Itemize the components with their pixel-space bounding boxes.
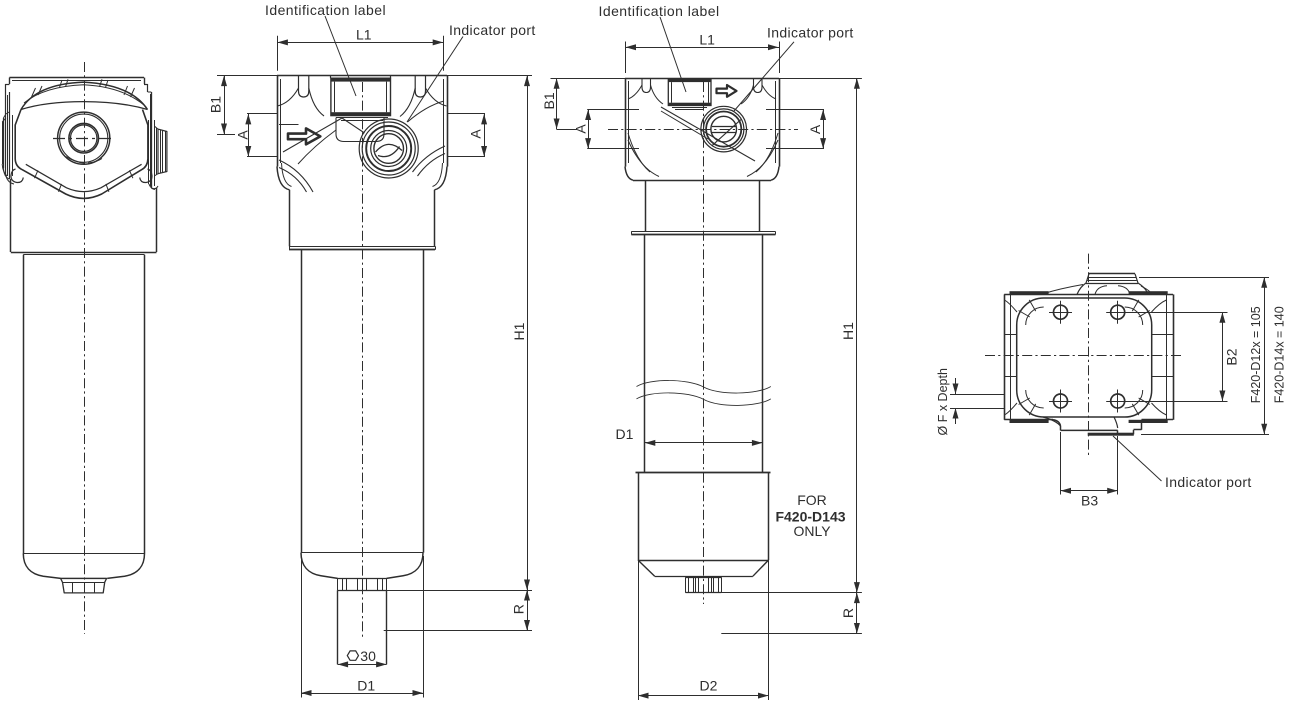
svg-text:A: A <box>572 124 588 134</box>
svg-text:FOR: FOR <box>797 492 827 508</box>
svg-text:A: A <box>468 129 484 139</box>
svg-text:B1: B1 <box>208 96 224 113</box>
svg-text:D1: D1 <box>616 426 634 442</box>
svg-text:F420-D14x = 140: F420-D14x = 140 <box>1272 306 1286 403</box>
svg-text:A: A <box>235 130 251 140</box>
svg-text:L1: L1 <box>356 27 372 43</box>
svg-text:Indicator port: Indicator port <box>449 22 536 38</box>
svg-text:R: R <box>840 608 856 618</box>
svg-text:Identification label: Identification label <box>599 3 720 19</box>
svg-text:F420-D12x = 105: F420-D12x = 105 <box>1249 306 1263 403</box>
svg-text:30: 30 <box>360 648 376 664</box>
svg-text:A: A <box>807 124 823 134</box>
svg-text:R: R <box>510 604 526 614</box>
svg-text:B1: B1 <box>541 92 557 109</box>
svg-text:D2: D2 <box>700 678 718 694</box>
svg-text:Identification label: Identification label <box>265 2 386 18</box>
svg-text:D1: D1 <box>357 678 375 694</box>
svg-text:L1: L1 <box>699 32 715 48</box>
svg-text:H1: H1 <box>840 322 856 340</box>
svg-text:H1: H1 <box>511 322 527 340</box>
svg-text:B3: B3 <box>1081 493 1098 509</box>
svg-text:B2: B2 <box>1223 348 1239 365</box>
svg-text:F420-D143: F420-D143 <box>775 509 845 525</box>
svg-text:Indicator port: Indicator port <box>1165 474 1252 490</box>
svg-text:Ø F x Depth: Ø F x Depth <box>936 368 950 435</box>
svg-text:ONLY: ONLY <box>793 523 831 539</box>
svg-text:Indicator port: Indicator port <box>767 25 854 41</box>
